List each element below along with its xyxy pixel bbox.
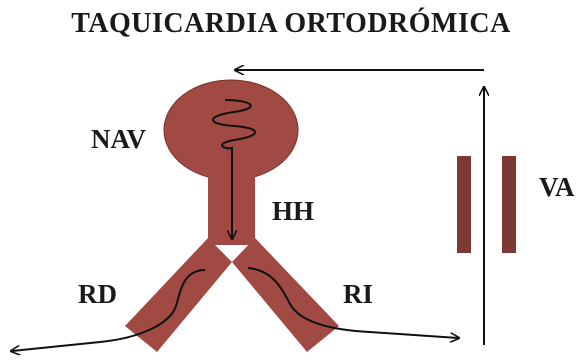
accessory-pathway-bar-right [502,156,516,253]
accessory-pathway-bar-left [457,156,471,253]
nav-label: NAV [91,124,147,154]
va-label: VA [539,172,575,202]
rd-label: RD [78,279,117,309]
ri-label: RI [343,279,373,309]
hh-label: HH [272,196,314,226]
